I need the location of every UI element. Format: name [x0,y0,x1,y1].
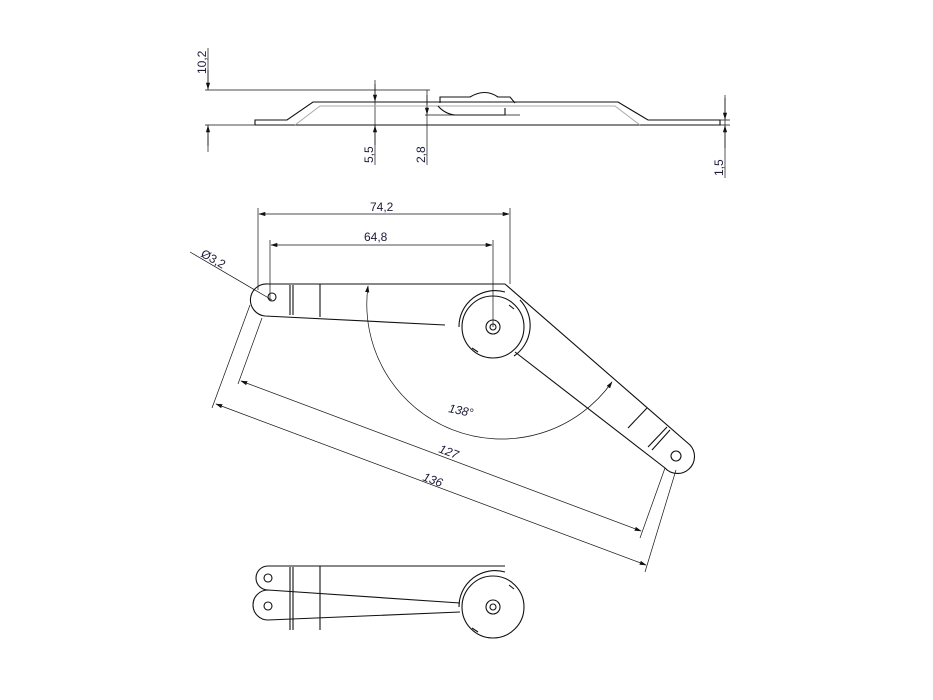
dim-1-5: 1,5 [712,159,726,176]
dim-10-2: 10,2 [195,50,209,74]
dim-5-5: 5,5 [362,146,376,163]
dim-angle: 138° [447,401,474,420]
dim-136: 136 [421,470,445,490]
dim-127: 127 [437,442,462,463]
dim-64-8: 64,8 [364,230,388,244]
side-view: 10,2 5,5 2,8 1,5 [195,48,730,178]
dim-2-8: 2,8 [414,146,428,163]
folded-view [252,565,525,639]
dim-hole-dia: Ø3,2 [199,246,229,271]
dim-74-2: 74,2 [370,200,394,214]
open-view: 74,2 64,8 Ø3,2 138° 127 136 [189,200,696,573]
